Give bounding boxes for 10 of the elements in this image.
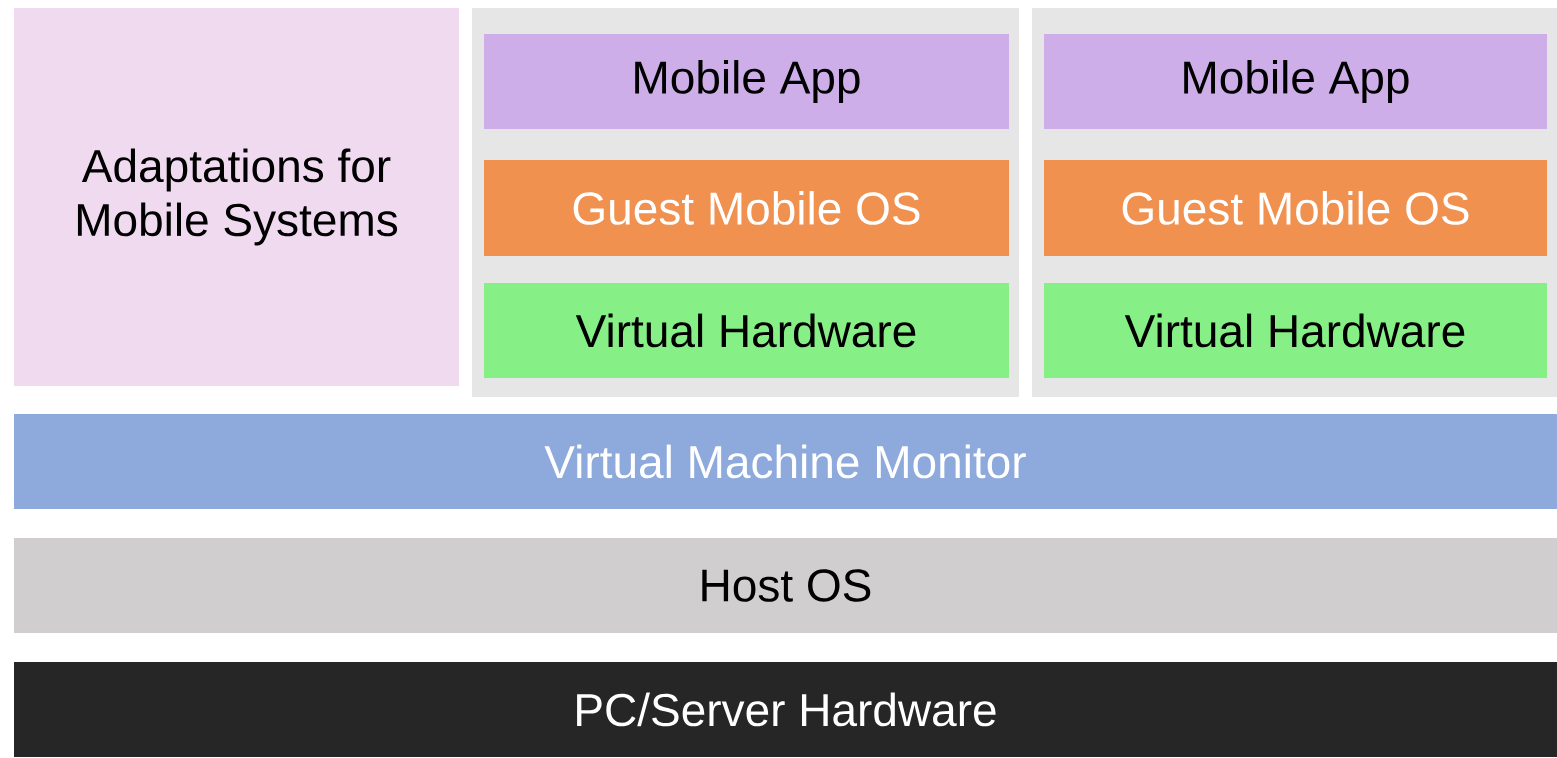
virtual-hardware-layer: Virtual Hardware bbox=[484, 283, 1009, 378]
monitor-layer: Virtual Machine Monitor bbox=[14, 414, 1557, 509]
virtual-hardware-layer: Virtual Hardware bbox=[1044, 283, 1547, 378]
hardware-layer: PC/Server Hardware bbox=[14, 662, 1557, 757]
host-os-layer: Host OS bbox=[14, 538, 1557, 633]
guest-os-layer: Guest Mobile OS bbox=[1044, 160, 1547, 256]
app-layer: Mobile App bbox=[484, 34, 1009, 129]
app-layer: Mobile App bbox=[1044, 34, 1547, 129]
adaptation-box: Adaptations for Mobile Systems bbox=[14, 8, 459, 386]
guest-os-layer: Guest Mobile OS bbox=[484, 160, 1009, 256]
